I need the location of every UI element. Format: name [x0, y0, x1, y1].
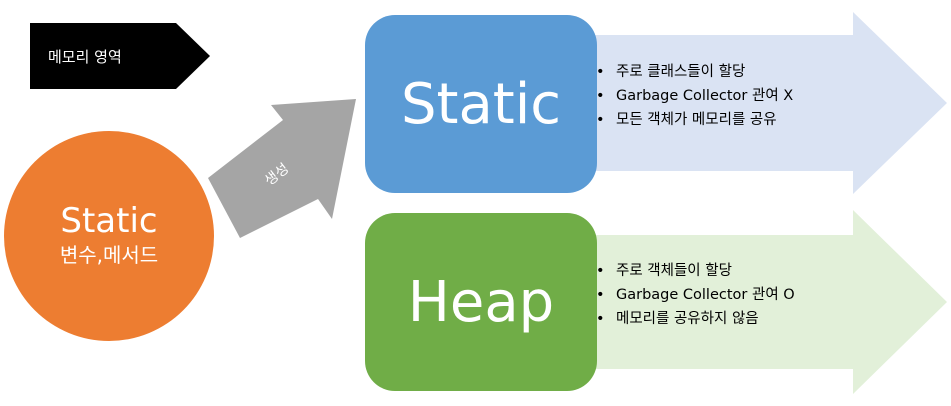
heap-box — [365, 213, 597, 391]
memory-area-banner-label: 메모리 영역 — [48, 47, 122, 66]
heap-bullet-item: 메모리를 공유하지 않음 — [594, 307, 795, 331]
heap-area-bullets: 주로 객체들이 할당 Garbage Collector 관여 O 메모리를 공… — [594, 259, 795, 331]
static-bullet-item: 주로 클래스들이 할당 — [594, 60, 793, 84]
static-box — [365, 15, 597, 193]
static-area-bullets: 주로 클래스들이 할당 Garbage Collector 관여 X 모든 객체… — [594, 60, 793, 132]
heap-area-title: Heap — [407, 269, 555, 335]
static-area-title: Static — [400, 71, 562, 137]
static-source-title: Static — [60, 201, 158, 241]
static-bullet-item: 모든 객체가 메모리를 공유 — [594, 108, 793, 132]
memory-area-banner-shape — [30, 23, 210, 89]
static-source-circle — [4, 131, 214, 341]
heap-bullet-item: 주로 객체들이 할당 — [594, 259, 795, 283]
heap-bullet-item: Garbage Collector 관여 O — [594, 283, 795, 307]
generate-arrow-shape — [208, 99, 356, 238]
static-source-text: Static 변수,메서드 — [4, 140, 214, 330]
static-bullet-item: Garbage Collector 관여 X — [594, 84, 793, 108]
static-source-subtitle: 변수,메서드 — [59, 243, 159, 267]
